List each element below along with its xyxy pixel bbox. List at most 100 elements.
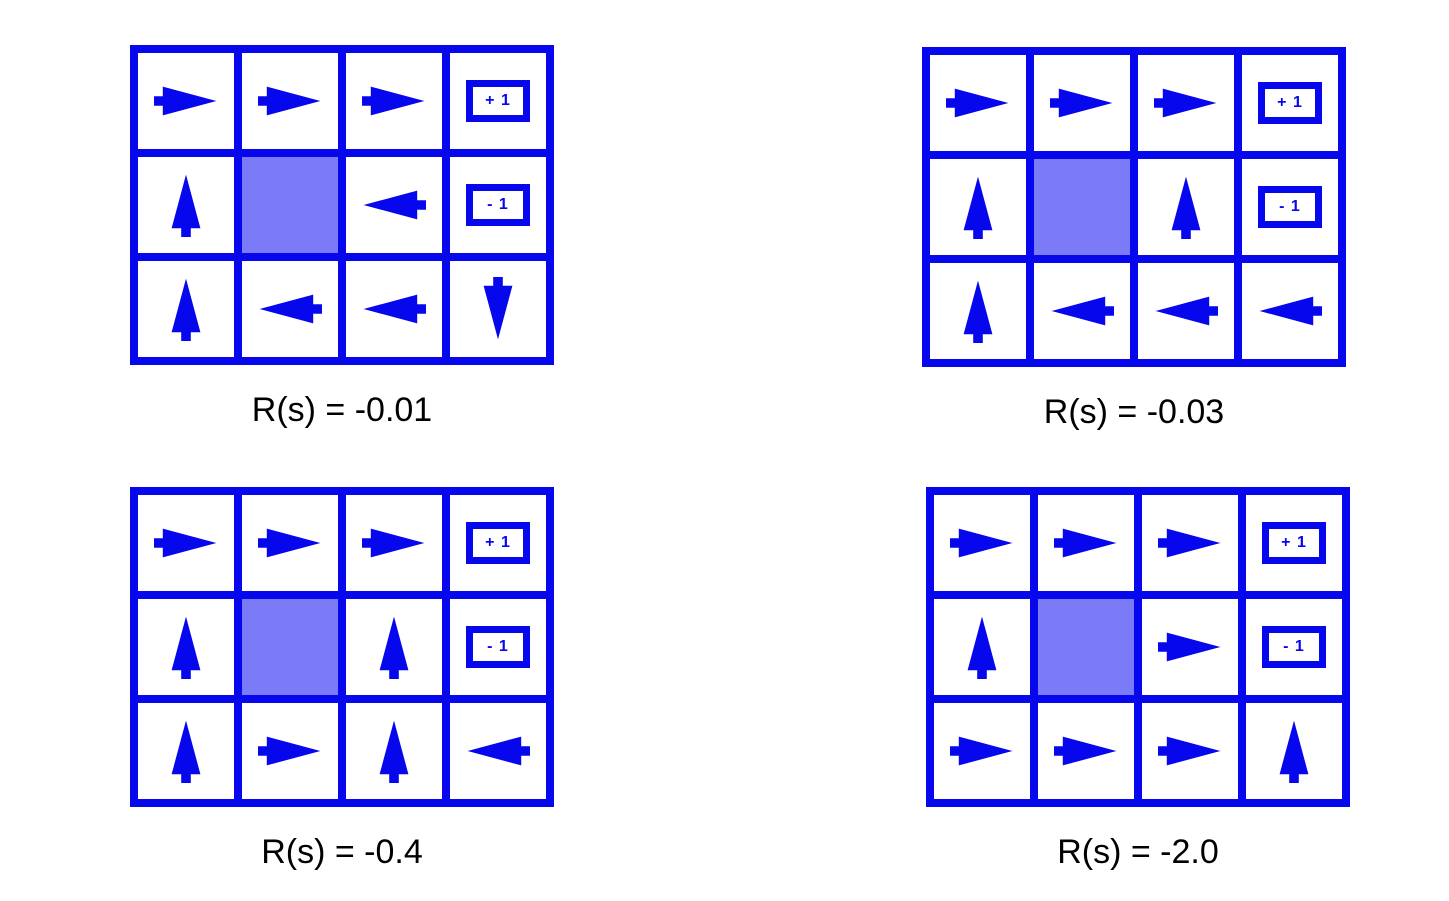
arrow-right-icon [1158,528,1221,558]
arrow-up-icon [171,616,201,679]
cell-r2c1 [930,159,1026,255]
cell-r3c1 [930,263,1026,359]
cell-r2c4: - 1 [1242,159,1338,255]
cell-r1c4: + 1 [1242,55,1338,151]
wall-cell [1034,159,1130,255]
arrow-up-icon [967,616,997,679]
cell-r1c4: + 1 [1246,495,1342,591]
wall-cell [242,599,338,695]
panel-reward-0.03: + 1 - 1 R(s) = -0.03 [922,47,1346,432]
cell-r2c3 [1142,599,1238,695]
arrow-right-icon [258,528,321,558]
arrow-right-icon [1158,632,1221,662]
cell-r2c1 [934,599,1030,695]
cell-r1c1 [138,495,234,591]
arrow-down-icon [483,277,513,340]
arrow-up-icon [171,278,201,341]
panel-reward-2.0: + 1 - 1 R(s) = -2.0 [926,487,1350,872]
cell-r3c1 [138,703,234,799]
cell-r2c4: - 1 [450,599,546,695]
cell-r3c4 [1242,263,1338,359]
policy-grid-4: + 1 - 1 [926,487,1350,807]
cell-r2c3 [346,599,442,695]
cell-r3c3 [346,261,442,357]
arrow-right-icon [1050,88,1113,118]
cell-r3c2 [242,261,338,357]
cell-r3c1 [138,261,234,357]
cell-r1c1 [930,55,1026,151]
arrow-right-icon [1054,528,1117,558]
cell-r1c2 [1034,55,1130,151]
arrow-right-icon [362,86,425,116]
cell-r3c2 [242,703,338,799]
policy-grid-3: + 1 - 1 [130,487,554,807]
arrow-right-icon [950,736,1013,766]
cell-r2c1 [138,599,234,695]
reward-label: R(s) = -2.0 [1057,833,1219,871]
cell-r1c3 [1142,495,1238,591]
arrow-left-icon [1259,296,1322,326]
cell-r3c2 [1034,263,1130,359]
cell-r1c1 [138,53,234,149]
cell-r1c2 [242,495,338,591]
panel-reward-0.4: + 1 - 1 R(s) = -0.4 [130,487,554,872]
arrow-left-icon [363,190,426,220]
arrow-left-icon [467,736,530,766]
arrow-up-icon [379,720,409,783]
cell-r1c1 [934,495,1030,591]
cell-r1c4: + 1 [450,53,546,149]
arrow-right-icon [258,736,321,766]
arrow-right-icon [946,88,1009,118]
cell-r2c3 [346,157,442,253]
policy-grid-1: + 1 - 1 [130,45,554,365]
cell-r3c4 [450,703,546,799]
terminal-minus-one-badge: - 1 [1262,626,1326,668]
cell-r2c4: - 1 [1246,599,1342,695]
reward-label: R(s) = -0.01 [251,391,433,429]
policy-grid-2: + 1 - 1 [922,47,1346,367]
arrow-left-icon [259,294,322,324]
arrow-right-icon [1054,736,1117,766]
cell-r1c3 [346,53,442,149]
cell-r2c4: - 1 [450,157,546,253]
cell-r3c3 [1138,263,1234,359]
terminal-plus-one-badge: + 1 [466,80,530,122]
arrow-up-icon [1171,176,1201,239]
cell-r2c3 [1138,159,1234,255]
terminal-plus-one-badge: + 1 [1262,522,1326,564]
cell-r3c2 [1038,703,1134,799]
reward-label: R(s) = -0.03 [1043,393,1225,431]
arrow-up-icon [1279,720,1309,783]
arrow-right-icon [950,528,1013,558]
panel-reward-0.01: + 1 - 1 R(s) = -0.01 [130,45,554,430]
cell-r1c4: + 1 [450,495,546,591]
cell-r3c3 [346,703,442,799]
cell-r1c3 [346,495,442,591]
arrow-right-icon [362,528,425,558]
terminal-minus-one-badge: - 1 [466,184,530,226]
terminal-minus-one-badge: - 1 [466,626,530,668]
cell-r3c4 [450,261,546,357]
arrow-up-icon [171,174,201,237]
cell-r3c1 [934,703,1030,799]
arrow-up-icon [379,616,409,679]
arrow-right-icon [1154,88,1217,118]
cell-r1c3 [1138,55,1234,151]
arrow-left-icon [1051,296,1114,326]
arrow-right-icon [1158,736,1221,766]
cell-r3c3 [1142,703,1238,799]
arrow-right-icon [154,86,217,116]
wall-cell [1038,599,1134,695]
arrow-right-icon [258,86,321,116]
cell-r3c4 [1246,703,1342,799]
arrow-up-icon [963,176,993,239]
arrow-up-icon [963,280,993,343]
cell-r1c2 [1038,495,1134,591]
wall-cell [242,157,338,253]
arrow-left-icon [363,294,426,324]
terminal-plus-one-badge: + 1 [466,522,530,564]
arrow-left-icon [1155,296,1218,326]
terminal-minus-one-badge: - 1 [1258,186,1322,228]
arrow-up-icon [171,720,201,783]
